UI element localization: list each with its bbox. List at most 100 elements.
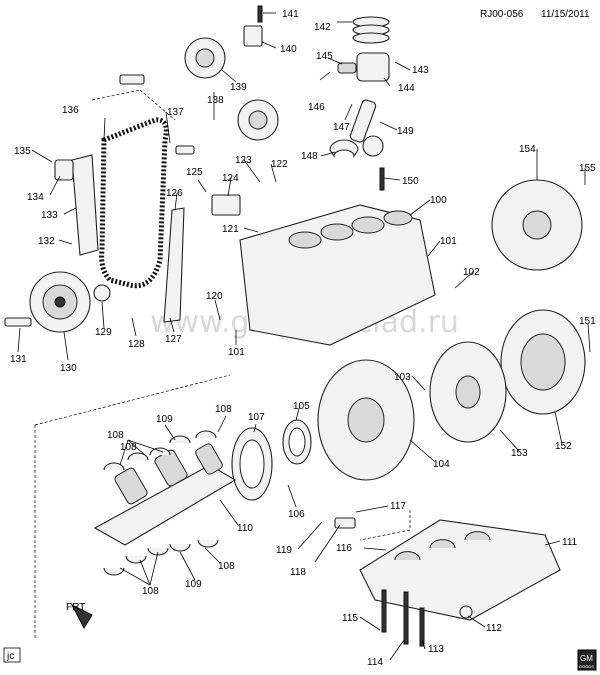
gm-logo-subtext: GOODS: [579, 664, 594, 669]
callout-label: 101: [440, 236, 457, 247]
lower-crankcase: [359, 519, 561, 621]
callout-label: 101: [228, 347, 245, 358]
corner-tag-text: jc: [6, 651, 14, 662]
callout-label: 108: [120, 442, 137, 453]
lower-crankcase-bolts: [381, 589, 425, 647]
callout-label: 114: [367, 657, 383, 668]
callout-label: 155: [579, 163, 596, 174]
callout-label: 115: [342, 613, 358, 624]
crank-sensor: [334, 517, 356, 529]
callout-label: 154: [519, 144, 536, 155]
connecting-rod-bolt: [379, 167, 385, 191]
piston: [337, 52, 390, 82]
callout-label: 120: [206, 291, 223, 302]
connecting-rod: [349, 99, 384, 157]
callout-label: 141: [282, 9, 299, 20]
piston-rings: [352, 16, 390, 44]
callout-label: 129: [95, 327, 112, 338]
crankshaft-sprocket: [93, 284, 111, 302]
callout-label: 111: [562, 537, 578, 548]
callout-label: 146: [308, 102, 325, 113]
callout-label: 108: [218, 561, 235, 572]
callout-label: 128: [128, 339, 145, 350]
callout-label: 119: [276, 545, 292, 556]
callout-label: 127: [165, 334, 182, 345]
callout-label: 116: [336, 543, 352, 554]
diagram-reference-code: RJ00-056: [480, 9, 524, 20]
camshaft-bolt-upper: [119, 74, 145, 85]
camshaft-actuator-lower: [237, 99, 279, 141]
crankshaft-reluctor-ring: [231, 427, 273, 501]
flywheel: [317, 359, 415, 481]
callout-label: 112: [486, 623, 502, 634]
callout-label: 109: [185, 579, 202, 590]
callout-label: 100: [430, 195, 447, 206]
gm-logo: GM GOODS: [577, 649, 597, 671]
callout-label: 102: [463, 267, 480, 278]
timing-chain: [99, 117, 169, 289]
diagram-date: 11/15/2011: [541, 9, 590, 20]
callout-label: 117: [390, 501, 406, 512]
camshaft-actuator-upper: [184, 37, 226, 79]
callout-label: 109: [156, 414, 173, 425]
callout-label: 131: [10, 354, 27, 365]
callout-label: 107: [248, 412, 265, 423]
crankshaft-bearings-lower: [103, 539, 219, 576]
cam-position-sensor-bracket: [243, 5, 263, 47]
callout-label: 138: [207, 95, 224, 106]
crankshaft-balancer: [29, 271, 91, 333]
callout-label: 144: [398, 83, 415, 94]
callout-label: 108: [107, 430, 124, 441]
callout-label: 151: [579, 316, 596, 327]
callout-label: 130: [60, 363, 77, 374]
callout-label: 124: [222, 173, 239, 184]
callout-label: 123: [235, 155, 252, 166]
engine-block: [239, 204, 436, 346]
callout-label: 125: [186, 167, 203, 178]
crankshaft-bearings-upper: [103, 430, 217, 471]
corner-tag: jc: [3, 647, 21, 663]
callout-label: 145: [316, 51, 333, 62]
callout-labels: 141 140 142 145 143 144 146 139 138 136 …: [10, 9, 596, 668]
callout-label: 142: [314, 22, 331, 33]
callout-label: 108: [142, 586, 159, 597]
connecting-rod-bearing: [329, 139, 359, 158]
callout-label: 104: [433, 459, 450, 470]
callout-label: 136: [62, 105, 79, 116]
callout-label: 113: [428, 644, 444, 655]
flexplate: [491, 179, 583, 271]
camshaft-bolt-lower: [175, 145, 195, 155]
callout-label: 150: [402, 176, 419, 187]
callout-label: 118: [290, 567, 306, 578]
clutch-disc: [429, 341, 507, 443]
callout-label: 149: [397, 126, 414, 137]
callout-label: 139: [230, 82, 247, 93]
callout-label: 143: [412, 65, 429, 76]
callout-label: 147: [333, 122, 350, 133]
crankshaft: [93, 443, 237, 546]
front-label: FRT: [66, 602, 85, 613]
oil-filler-plug: [459, 605, 473, 619]
tensioner: [54, 159, 74, 181]
callout-label: 105: [293, 401, 310, 412]
callout-label: 126: [166, 188, 183, 199]
balancer-bolt: [4, 317, 32, 327]
callout-label: 132: [38, 236, 55, 247]
callout-label: 135: [14, 146, 31, 157]
callout-label: 148: [301, 151, 318, 162]
callout-label: 122: [271, 159, 288, 170]
callout-label: 140: [280, 44, 297, 55]
callout-label: 137: [167, 107, 184, 118]
callout-label: 152: [555, 441, 572, 452]
front-tag-arrow: FRT: [66, 602, 93, 630]
pressure-plate: [500, 309, 586, 415]
timing-chain-guide-right: [163, 207, 185, 323]
callout-label: 153: [511, 448, 528, 459]
callout-label: 108: [215, 404, 232, 415]
rear-main-seal: [282, 419, 312, 465]
callout-label: 110: [237, 523, 253, 534]
callout-label: 106: [288, 509, 305, 520]
callout-label: 134: [27, 192, 44, 203]
timing-chain-guide-left: [71, 154, 99, 256]
